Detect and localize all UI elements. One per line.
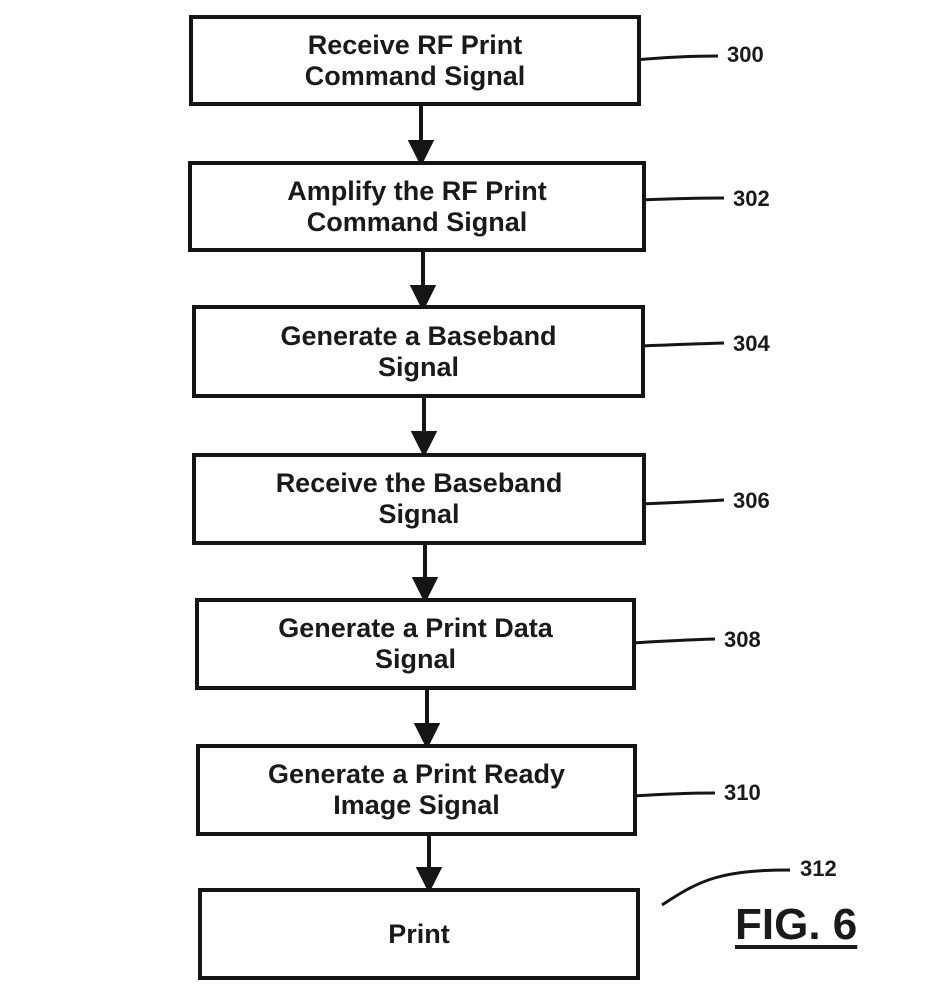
step-label: Amplify the RF Print Command Signal — [287, 175, 547, 237]
step-label: Receive the Baseband Signal — [275, 468, 563, 529]
step-box-306: Receive the Baseband Signal — [192, 453, 646, 545]
ref-number-312: 312 — [800, 856, 837, 881]
figure-label: FIG. 6 — [735, 900, 858, 949]
step-box-310: Generate a Print Ready Image Signal — [196, 744, 637, 836]
ref-number-300: 300 — [727, 42, 764, 67]
step-box-304: Generate a Baseband Signal — [192, 305, 645, 398]
ref-number-306: 306 — [733, 488, 770, 513]
step-label: Receive RF Print Command Signal — [304, 29, 526, 91]
ref-number-304: 304 — [733, 331, 770, 356]
step-box-312: Print — [198, 888, 640, 980]
ref-number-310: 310 — [724, 780, 761, 805]
step-box-308: Generate a Print Data Signal — [195, 598, 636, 690]
ref-number-308: 308 — [724, 627, 761, 652]
step-label: Generate a Print Ready Image Signal — [267, 759, 566, 820]
ref-number-302: 302 — [733, 186, 770, 211]
step-label: Generate a Print Data Signal — [278, 613, 553, 674]
step-box-300: Receive RF Print Command Signal — [189, 15, 641, 106]
step-box-302: Amplify the RF Print Command Signal — [188, 161, 646, 252]
step-label: Print — [388, 918, 450, 949]
step-label: Generate a Baseband Signal — [280, 320, 557, 382]
